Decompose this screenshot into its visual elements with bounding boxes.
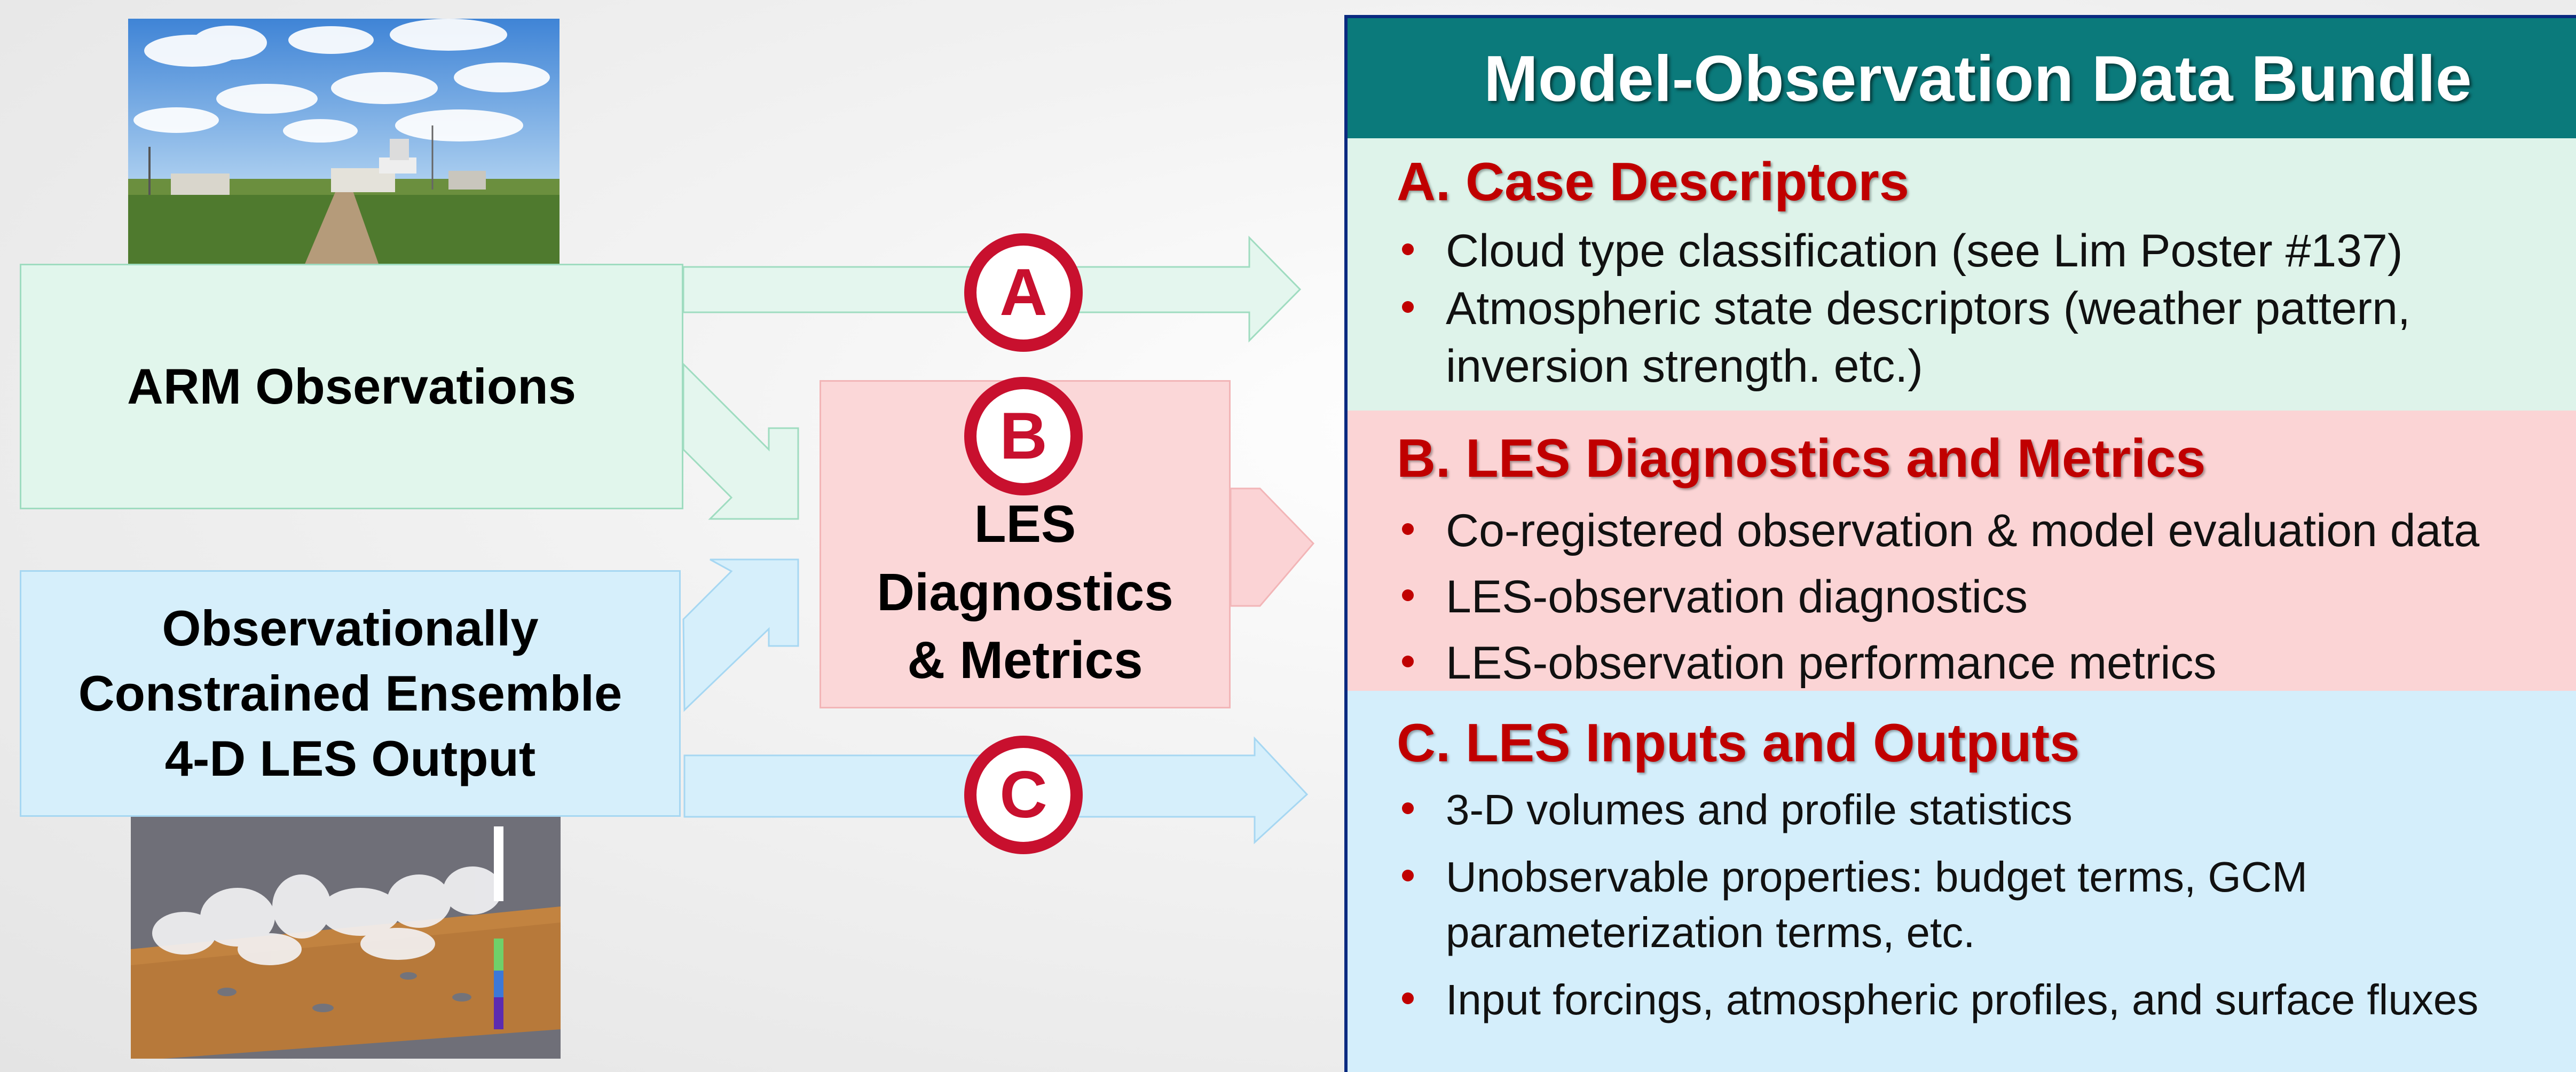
circle-b-label: B xyxy=(976,389,1070,483)
list-item: Atmospheric state descriptors (weather p… xyxy=(1397,280,2576,395)
section-case-descriptors: A. Case Descriptors Cloud type classific… xyxy=(1348,138,2576,411)
les-output-line: Constrained Ensemble xyxy=(78,665,623,721)
section-heading: A. Case Descriptors xyxy=(1397,152,1909,212)
arrow-diagonal-down-icon xyxy=(682,362,799,520)
list-item-text: Unobservable properties: budget terms, G… xyxy=(1446,853,2308,901)
circle-a-badge: A xyxy=(964,233,1083,352)
list-item: LES-observation performance metrics xyxy=(1397,630,2576,696)
list-item-text: inversion strength. etc.) xyxy=(1446,341,1923,392)
circle-c-label: C xyxy=(976,748,1070,842)
list-item: 3-D volumes and profile statistics xyxy=(1397,782,2576,838)
bundle-title: Model-Observation Data Bundle xyxy=(1348,18,2576,138)
diagnostics-line: LES xyxy=(974,494,1076,554)
list-item-text: parameterization terms, etc. xyxy=(1446,909,1975,956)
arm-site-photo-icon xyxy=(128,19,560,265)
list-item: Co-registered observation & model evalua… xyxy=(1397,498,2576,564)
section-les-diagnostics: B. LES Diagnostics and Metrics Co-regist… xyxy=(1348,411,2576,691)
list-item-text: 3-D volumes and profile statistics xyxy=(1446,786,2073,833)
section-heading: C. LES Inputs and Outputs xyxy=(1397,713,2080,773)
list-item-text: Co-registered observation & model evalua… xyxy=(1446,505,2480,556)
section-les-inputs-outputs: C. LES Inputs and Outputs 3-D volumes an… xyxy=(1348,691,2576,1072)
arm-observations-box: ARM Observations xyxy=(20,264,683,509)
arrow-diagonal-up-icon xyxy=(682,558,799,712)
les-cloud-render-icon xyxy=(131,816,561,1059)
arrow-right-icon xyxy=(1230,487,1315,607)
list-item-text: Cloud type classification (see Lim Poste… xyxy=(1446,225,2403,277)
arm-observations-label: ARM Observations xyxy=(127,358,576,414)
data-bundle-panel: Model-Observation Data Bundle A. Case De… xyxy=(1344,15,2576,1072)
list-item-text: LES-observation performance metrics xyxy=(1446,637,2217,689)
list-item: Unobservable properties: budget terms, G… xyxy=(1397,849,2576,960)
diagnostics-line: & Metrics xyxy=(907,630,1143,690)
list-item: Cloud type classification (see Lim Poste… xyxy=(1397,222,2576,280)
circle-a-label: A xyxy=(976,246,1070,340)
list-item: LES-observation diagnostics xyxy=(1397,564,2576,630)
list-item-text: Input forcings, atmospheric profiles, an… xyxy=(1446,976,2479,1023)
circle-b-badge: B xyxy=(964,377,1083,495)
circle-c-badge: C xyxy=(964,736,1083,854)
les-output-line: Observationally xyxy=(162,600,539,656)
list-item: Input forcings, atmospheric profiles, an… xyxy=(1397,972,2576,1028)
diagnostics-line: Diagnostics xyxy=(877,562,1173,621)
les-output-line: 4-D LES Output xyxy=(164,730,536,787)
section-heading: B. LES Diagnostics and Metrics xyxy=(1397,429,2206,488)
les-output-box: Observationally Constrained Ensemble 4-D… xyxy=(20,570,681,817)
list-item-text: Atmospheric state descriptors (weather p… xyxy=(1446,283,2410,334)
list-item-text: LES-observation diagnostics xyxy=(1446,571,2028,622)
